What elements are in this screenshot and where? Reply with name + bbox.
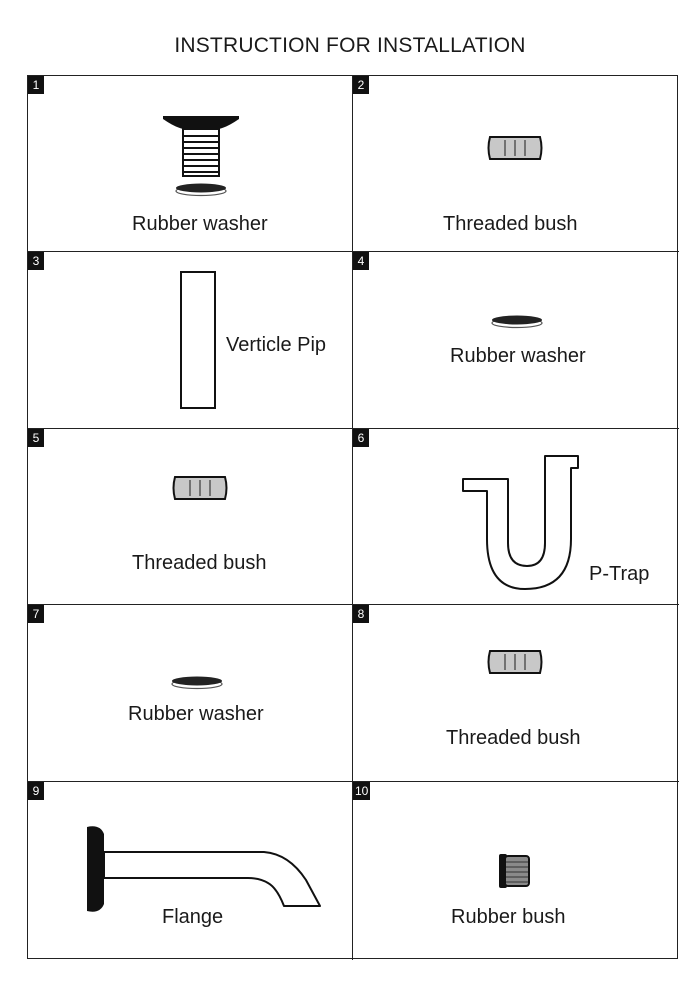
cell-number: 10 bbox=[353, 782, 371, 800]
cell-4: 4 Rubber washer bbox=[353, 252, 679, 429]
screw-with-washer-icon bbox=[163, 116, 239, 197]
cell-number: 7 bbox=[28, 605, 44, 623]
p-trap-icon bbox=[462, 455, 579, 590]
cell-label: P-Trap bbox=[589, 563, 650, 585]
vertical-pipe-icon bbox=[180, 271, 216, 409]
cell-number: 1 bbox=[28, 76, 44, 94]
cell-1: 1 Rubber washer bbox=[28, 76, 353, 252]
cell-label: Rubber washer bbox=[450, 345, 586, 367]
cell-label: Rubber bush bbox=[451, 906, 566, 928]
cell-label: Flange bbox=[162, 906, 224, 928]
cell-6: 6 P-Trap bbox=[353, 429, 679, 605]
cell-number: 2 bbox=[353, 76, 369, 94]
cell-5: 5 Threaded bush bbox=[28, 429, 353, 605]
page-title: INSTRUCTION FOR INSTALLATION bbox=[174, 34, 526, 57]
installation-grid: 1 Rubber washer 2 Threaded bush 3 bbox=[27, 75, 679, 960]
cell-number: 8 bbox=[353, 605, 369, 623]
cell-10: 10 Rubber bush bbox=[353, 782, 679, 960]
cell-2: 2 Threaded bush bbox=[353, 76, 679, 252]
cell-label: Threaded bush bbox=[443, 213, 578, 235]
cell-label: Threaded bush bbox=[132, 552, 267, 574]
spout-flange-icon bbox=[87, 826, 321, 912]
cell-number: 4 bbox=[353, 252, 369, 270]
threaded-bush-icon bbox=[172, 476, 228, 500]
threaded-bush-icon bbox=[487, 650, 543, 674]
cell-7: 7 Rubber washer bbox=[28, 605, 353, 782]
rubber-bush-icon bbox=[499, 854, 530, 888]
cell-8: 8 Threaded bush bbox=[353, 605, 679, 782]
cell-label: Verticle Pip bbox=[226, 334, 327, 356]
threaded-bush-icon bbox=[487, 136, 543, 160]
rubber-washer-icon bbox=[491, 315, 543, 329]
cell-label: Rubber washer bbox=[128, 703, 264, 725]
cell-9: 9 Flange bbox=[28, 782, 353, 960]
rubber-washer-icon bbox=[171, 676, 223, 690]
cell-label: Threaded bush bbox=[446, 727, 581, 749]
cell-number: 9 bbox=[28, 782, 44, 800]
cell-number: 6 bbox=[353, 429, 369, 447]
cell-number: 3 bbox=[28, 252, 44, 270]
cell-label: Rubber washer bbox=[132, 213, 268, 235]
cell-number: 5 bbox=[28, 429, 44, 447]
cell-3: 3 Verticle Pip bbox=[28, 252, 353, 429]
